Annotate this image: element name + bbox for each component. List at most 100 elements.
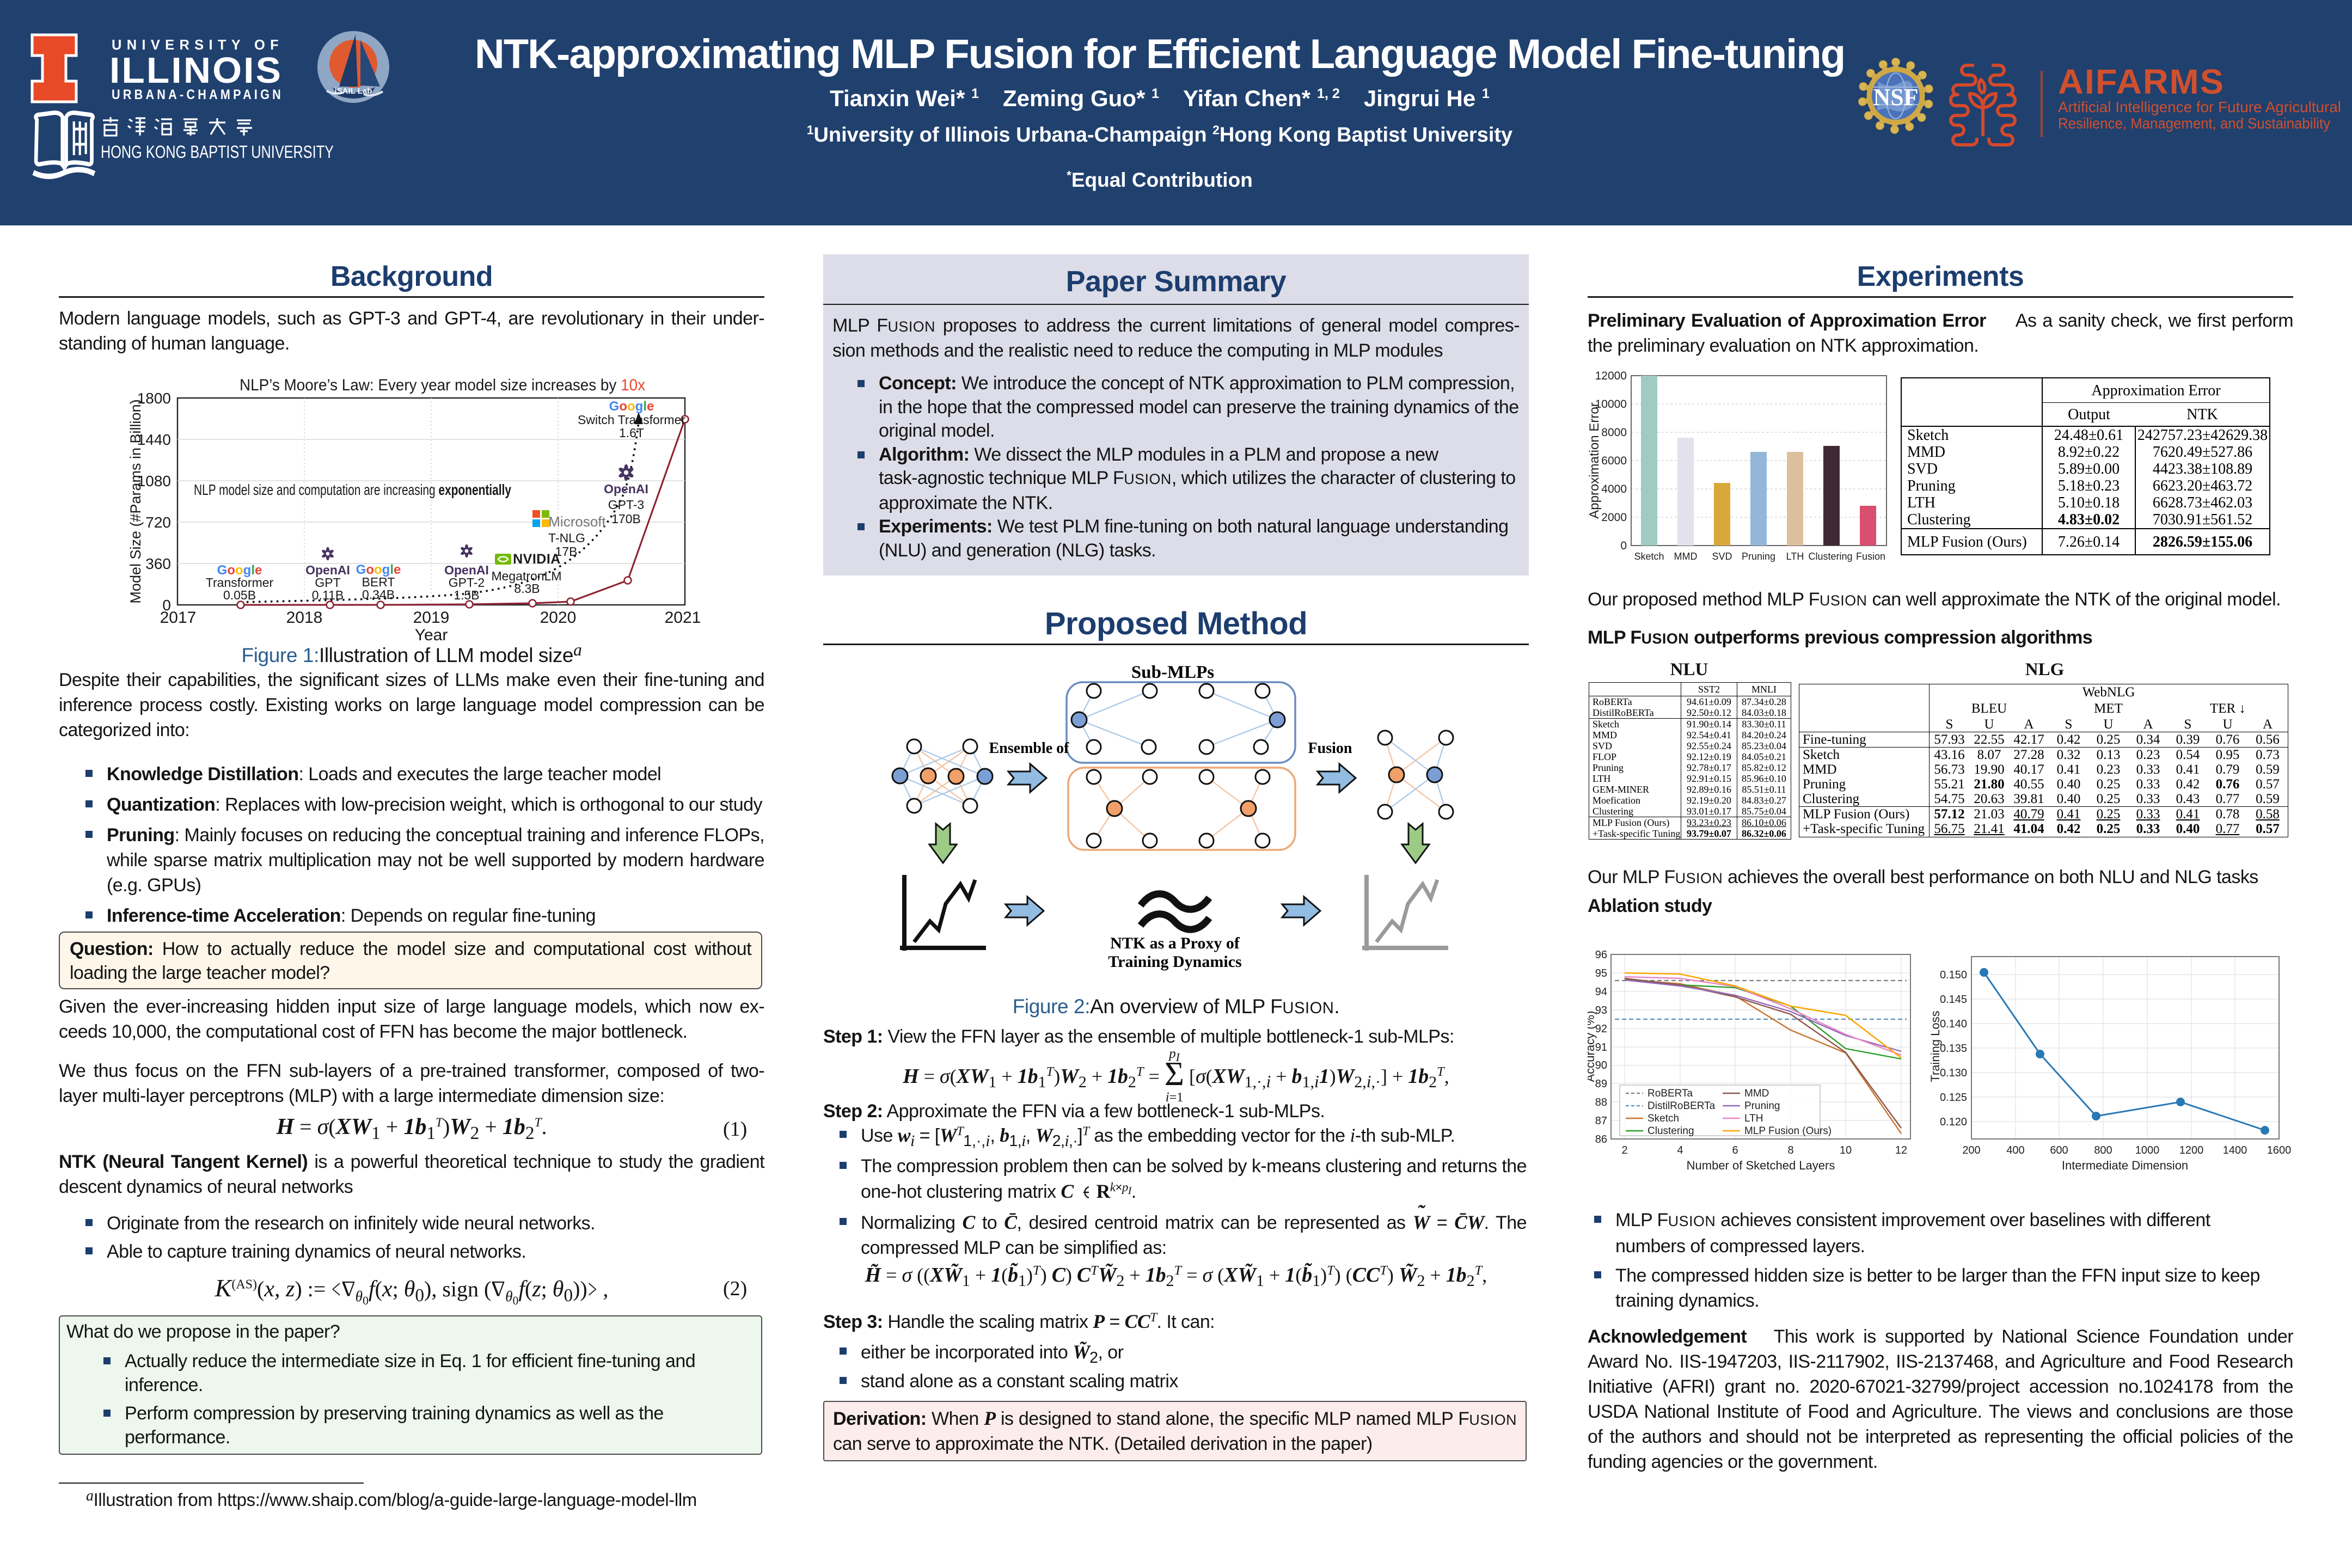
svg-text:1600: 1600 xyxy=(2267,1144,2292,1156)
svg-text:0: 0 xyxy=(162,597,171,614)
svg-text:94: 94 xyxy=(1595,986,1607,998)
svg-text:2020: 2020 xyxy=(540,609,577,627)
svg-text:2017: 2017 xyxy=(160,609,197,627)
svg-text:17B: 17B xyxy=(555,544,578,559)
svg-text:2: 2 xyxy=(1621,1144,1627,1156)
svg-text:Fusion: Fusion xyxy=(1308,740,1352,757)
svg-text:GPT-3: GPT-3 xyxy=(608,498,644,512)
svg-text:Model Size (#Params in Billion: Model Size (#Params in Billion) xyxy=(127,399,144,603)
svg-text:Ensemble of: Ensemble of xyxy=(989,740,1070,757)
svg-text:2021: 2021 xyxy=(665,609,701,627)
svg-text:95: 95 xyxy=(1595,967,1607,979)
svg-text:OpenAI: OpenAI xyxy=(604,482,648,496)
svg-text:1080: 1080 xyxy=(137,473,171,489)
svg-text:GPT: GPT xyxy=(315,575,340,590)
svg-text:0.34B: 0.34B xyxy=(362,587,395,602)
svg-text:Number of Sketched Layers: Number of Sketched Layers xyxy=(1687,1159,1835,1172)
svg-text:0.135: 0.135 xyxy=(1940,1043,1967,1055)
svg-text:0.140: 0.140 xyxy=(1940,1018,1967,1030)
svg-text:Pruning: Pruning xyxy=(1744,1100,1780,1112)
svg-text:Google: Google xyxy=(356,562,401,577)
svg-text:MLP Fusion (Ours): MLP Fusion (Ours) xyxy=(1744,1125,1832,1137)
svg-text:0: 0 xyxy=(1620,540,1627,552)
svg-text:LTH: LTH xyxy=(1744,1113,1763,1124)
svg-text:1400: 1400 xyxy=(2223,1144,2247,1156)
svg-text:ILLINOIS: ILLINOIS xyxy=(109,50,283,91)
svg-text:92: 92 xyxy=(1595,1023,1607,1035)
svg-text:12000: 12000 xyxy=(1595,370,1627,382)
svg-text:90: 90 xyxy=(1595,1059,1607,1071)
svg-text:720: 720 xyxy=(145,514,171,531)
svg-text:1440: 1440 xyxy=(137,431,171,448)
svg-text:NSF: NSF xyxy=(1873,84,1918,111)
svg-text:10000: 10000 xyxy=(1595,398,1627,411)
svg-text:HONG KONG BAPTIST UNIVERSITY: HONG KONG BAPTIST UNIVERSITY xyxy=(101,142,334,162)
svg-text:96: 96 xyxy=(1595,949,1607,961)
svg-text:0.125: 0.125 xyxy=(1940,1092,1967,1104)
svg-text:1800: 1800 xyxy=(137,390,171,407)
svg-text:0.145: 0.145 xyxy=(1940,994,1967,1006)
svg-text:MMD: MMD xyxy=(1674,551,1698,562)
svg-text:0.130: 0.130 xyxy=(1940,1067,1967,1079)
svg-text:12: 12 xyxy=(1895,1144,1907,1156)
svg-text:Switch Transformer: Switch Transformer xyxy=(578,413,685,427)
svg-text:SVD: SVD xyxy=(1712,551,1732,562)
svg-text:200: 200 xyxy=(1962,1144,1980,1156)
svg-text:88: 88 xyxy=(1595,1097,1607,1108)
svg-text:MMD: MMD xyxy=(1744,1088,1769,1099)
svg-text:RoBERTa: RoBERTa xyxy=(1647,1088,1693,1099)
svg-text:0.11B: 0.11B xyxy=(312,588,344,602)
svg-text:NLP’s Moore’s Law: Every year: NLP’s Moore’s Law: Every year model size… xyxy=(240,376,645,394)
svg-text:1000: 1000 xyxy=(2135,1144,2160,1156)
svg-text:93: 93 xyxy=(1595,1004,1607,1016)
svg-text:MegatronLM: MegatronLM xyxy=(491,569,561,583)
svg-text:Sketch: Sketch xyxy=(1634,551,1664,562)
svg-text:OpenAI: OpenAI xyxy=(444,563,489,577)
svg-text:Approximation Error: Approximation Error xyxy=(1588,402,1602,518)
svg-text:UNIVERSITY OF: UNIVERSITY OF xyxy=(112,36,284,53)
svg-text:8: 8 xyxy=(1787,1144,1793,1156)
svg-text:Accuracy (%): Accuracy (%) xyxy=(1588,1011,1597,1082)
svg-text:Fusion: Fusion xyxy=(1856,551,1885,562)
svg-text:1.5B: 1.5B xyxy=(454,588,479,602)
svg-text:400: 400 xyxy=(2006,1144,2024,1156)
svg-text:0.150: 0.150 xyxy=(1940,969,1967,981)
svg-text:0.120: 0.120 xyxy=(1940,1116,1967,1128)
svg-text:170B: 170B xyxy=(611,512,641,526)
svg-text:Sketch: Sketch xyxy=(1647,1113,1679,1124)
svg-text:Resilience, Management, and Su: Resilience, Management, and Sustainabili… xyxy=(2058,115,2330,132)
svg-text:AIFARMS: AIFARMS xyxy=(2058,62,2225,101)
svg-text:DistilRoBERTa: DistilRoBERTa xyxy=(1647,1100,1716,1112)
svg-text:91: 91 xyxy=(1595,1042,1607,1054)
svg-text:86: 86 xyxy=(1595,1134,1607,1146)
svg-text:Training Dynamics: Training Dynamics xyxy=(1108,953,1241,971)
svg-text:Pruning: Pruning xyxy=(1742,551,1775,562)
svg-text:2000: 2000 xyxy=(1601,511,1627,524)
svg-text:Sub-MLPs: Sub-MLPs xyxy=(1131,663,1214,682)
svg-text:iSAIL Lab: iSAIL Lab xyxy=(335,87,372,96)
svg-text:NTK as a Proxy of: NTK as a Proxy of xyxy=(1110,934,1240,952)
svg-text:10: 10 xyxy=(1840,1144,1852,1156)
svg-text:T-NLG: T-NLG xyxy=(548,531,585,545)
svg-text:Training Loss: Training Loss xyxy=(1928,1010,1942,1082)
svg-text:NVIDIA: NVIDIA xyxy=(513,552,561,567)
svg-text:OpenAI: OpenAI xyxy=(305,563,350,577)
svg-text:360: 360 xyxy=(145,555,171,572)
svg-text:2018: 2018 xyxy=(286,609,323,627)
svg-text:Intermediate Dimension: Intermediate Dimension xyxy=(2062,1159,2188,1172)
svg-text:0.05B: 0.05B xyxy=(223,588,256,602)
svg-text:Microsoft: Microsoft xyxy=(548,513,606,530)
svg-text:Year: Year xyxy=(415,626,448,644)
svg-text:87: 87 xyxy=(1595,1115,1607,1127)
svg-text:6000: 6000 xyxy=(1601,455,1627,467)
svg-text:Transformer: Transformer xyxy=(206,575,274,590)
svg-text:800: 800 xyxy=(2094,1144,2112,1156)
svg-text:URBANA-CHAMPAIGN: URBANA-CHAMPAIGN xyxy=(112,87,284,102)
svg-text:Google: Google xyxy=(609,399,654,414)
svg-text:4000: 4000 xyxy=(1601,483,1627,495)
svg-text:GPT-2: GPT-2 xyxy=(449,575,485,590)
svg-text:NLP model size and computation: NLP model size and computation are incre… xyxy=(194,481,511,498)
svg-text:Google: Google xyxy=(217,563,262,578)
svg-text:Clustering: Clustering xyxy=(1808,551,1852,562)
svg-text:8000: 8000 xyxy=(1601,426,1627,439)
